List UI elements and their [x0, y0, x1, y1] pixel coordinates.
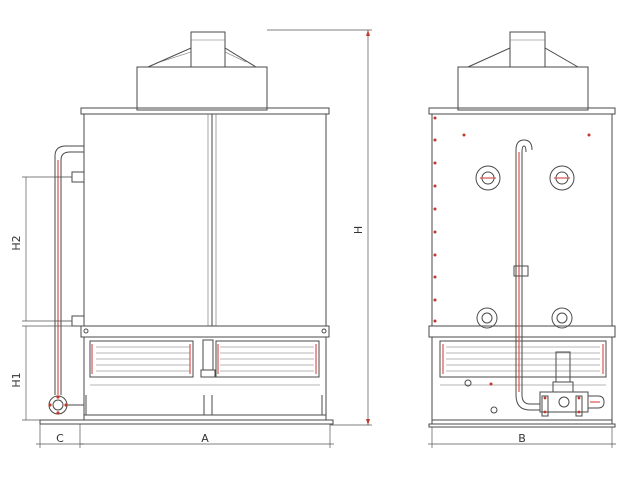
- side-pump: [539, 351, 605, 417]
- dimension-b: [428, 427, 616, 448]
- side-top-cap: [428, 107, 616, 115]
- label-h: H: [352, 226, 365, 234]
- label-b: B: [518, 432, 526, 445]
- label-h1: H1: [10, 372, 23, 387]
- front-side-pipe: [48, 145, 85, 415]
- dimension-a: [80, 424, 334, 448]
- side-riser-pipe: [513, 139, 540, 411]
- side-legs: [428, 419, 616, 428]
- front-legs: [39, 395, 334, 425]
- front-base-band: [80, 325, 330, 338]
- side-view: [428, 31, 616, 428]
- dimension-h2: [22, 176, 72, 322]
- front-top-cap: [80, 107, 330, 115]
- front-view: [39, 31, 334, 425]
- front-louver-section: [83, 336, 327, 416]
- front-casing: [83, 113, 327, 327]
- dimension-h: [267, 29, 372, 426]
- front-fan-assembly: [136, 31, 268, 111]
- dimension-h1: [22, 325, 84, 421]
- side-fan-assembly: [457, 31, 589, 111]
- label-h2: H2: [10, 235, 23, 250]
- label-a: A: [201, 432, 209, 445]
- label-c: C: [56, 432, 64, 445]
